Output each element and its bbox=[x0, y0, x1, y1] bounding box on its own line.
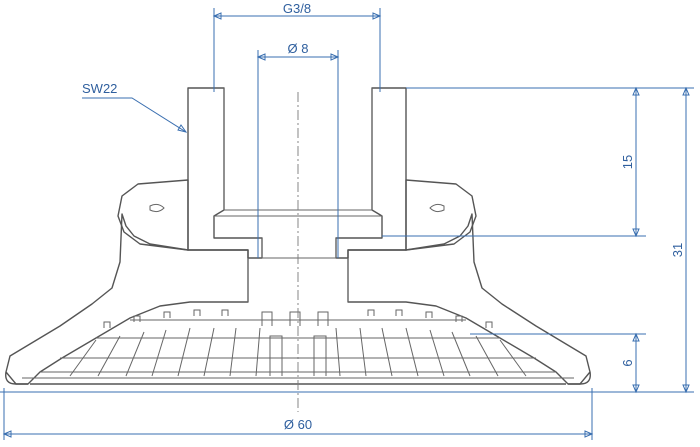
flange-slot-right bbox=[429, 203, 445, 213]
flange-slot-left bbox=[149, 203, 165, 213]
outer-diameter-label: Ø 60 bbox=[284, 417, 312, 432]
total-height-label: 31 bbox=[670, 243, 685, 257]
upper-height-label: 15 bbox=[620, 155, 635, 169]
lower-height-label: 6 bbox=[620, 359, 635, 366]
flange-left bbox=[117, 179, 189, 251]
wrench-size-label: SW22 bbox=[82, 81, 117, 96]
fitting-wall-right bbox=[335, 87, 407, 259]
bore-step bbox=[214, 215, 382, 259]
lip-end-left bbox=[5, 371, 28, 385]
thread-label: G3/8 bbox=[283, 1, 311, 16]
bore-diameter-label: Ø 8 bbox=[288, 41, 309, 56]
lip-end-right bbox=[568, 371, 591, 385]
fitting-wall-left bbox=[187, 87, 263, 259]
flange-right bbox=[405, 179, 477, 251]
bore-lower bbox=[247, 258, 349, 302]
dimension-lines bbox=[0, 8, 694, 440]
